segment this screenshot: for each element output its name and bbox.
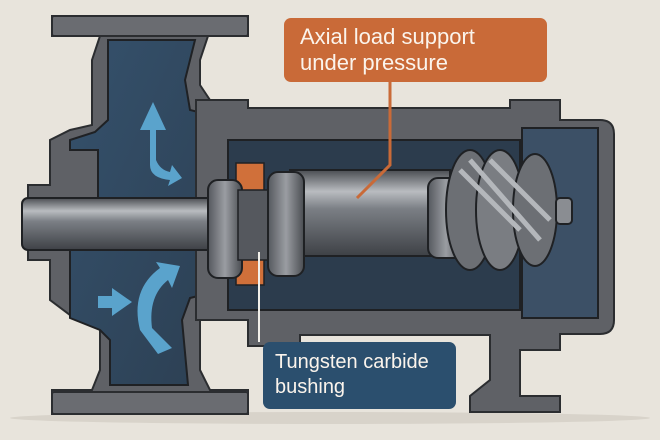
bushing-label-line1: Tungsten carbide xyxy=(275,351,429,373)
axial-load-label-line2: under pressure xyxy=(300,50,448,75)
axial-load-leader-line xyxy=(355,82,392,200)
flow-arrow-up-icon xyxy=(140,102,182,186)
impeller xyxy=(427,149,573,271)
bushing-assembly xyxy=(207,162,305,286)
axial-load-label-line1: Axial load support xyxy=(300,24,475,49)
flow-arrow-curve-icon xyxy=(137,262,180,354)
bushing-callout: Tungsten carbide bushing xyxy=(263,342,456,409)
flow-arrows xyxy=(98,102,182,354)
bushing-label-line2: bushing xyxy=(275,376,346,398)
flow-arrow-in-icon xyxy=(98,288,132,316)
axial-load-callout: Axial load support under pressure xyxy=(284,18,547,82)
